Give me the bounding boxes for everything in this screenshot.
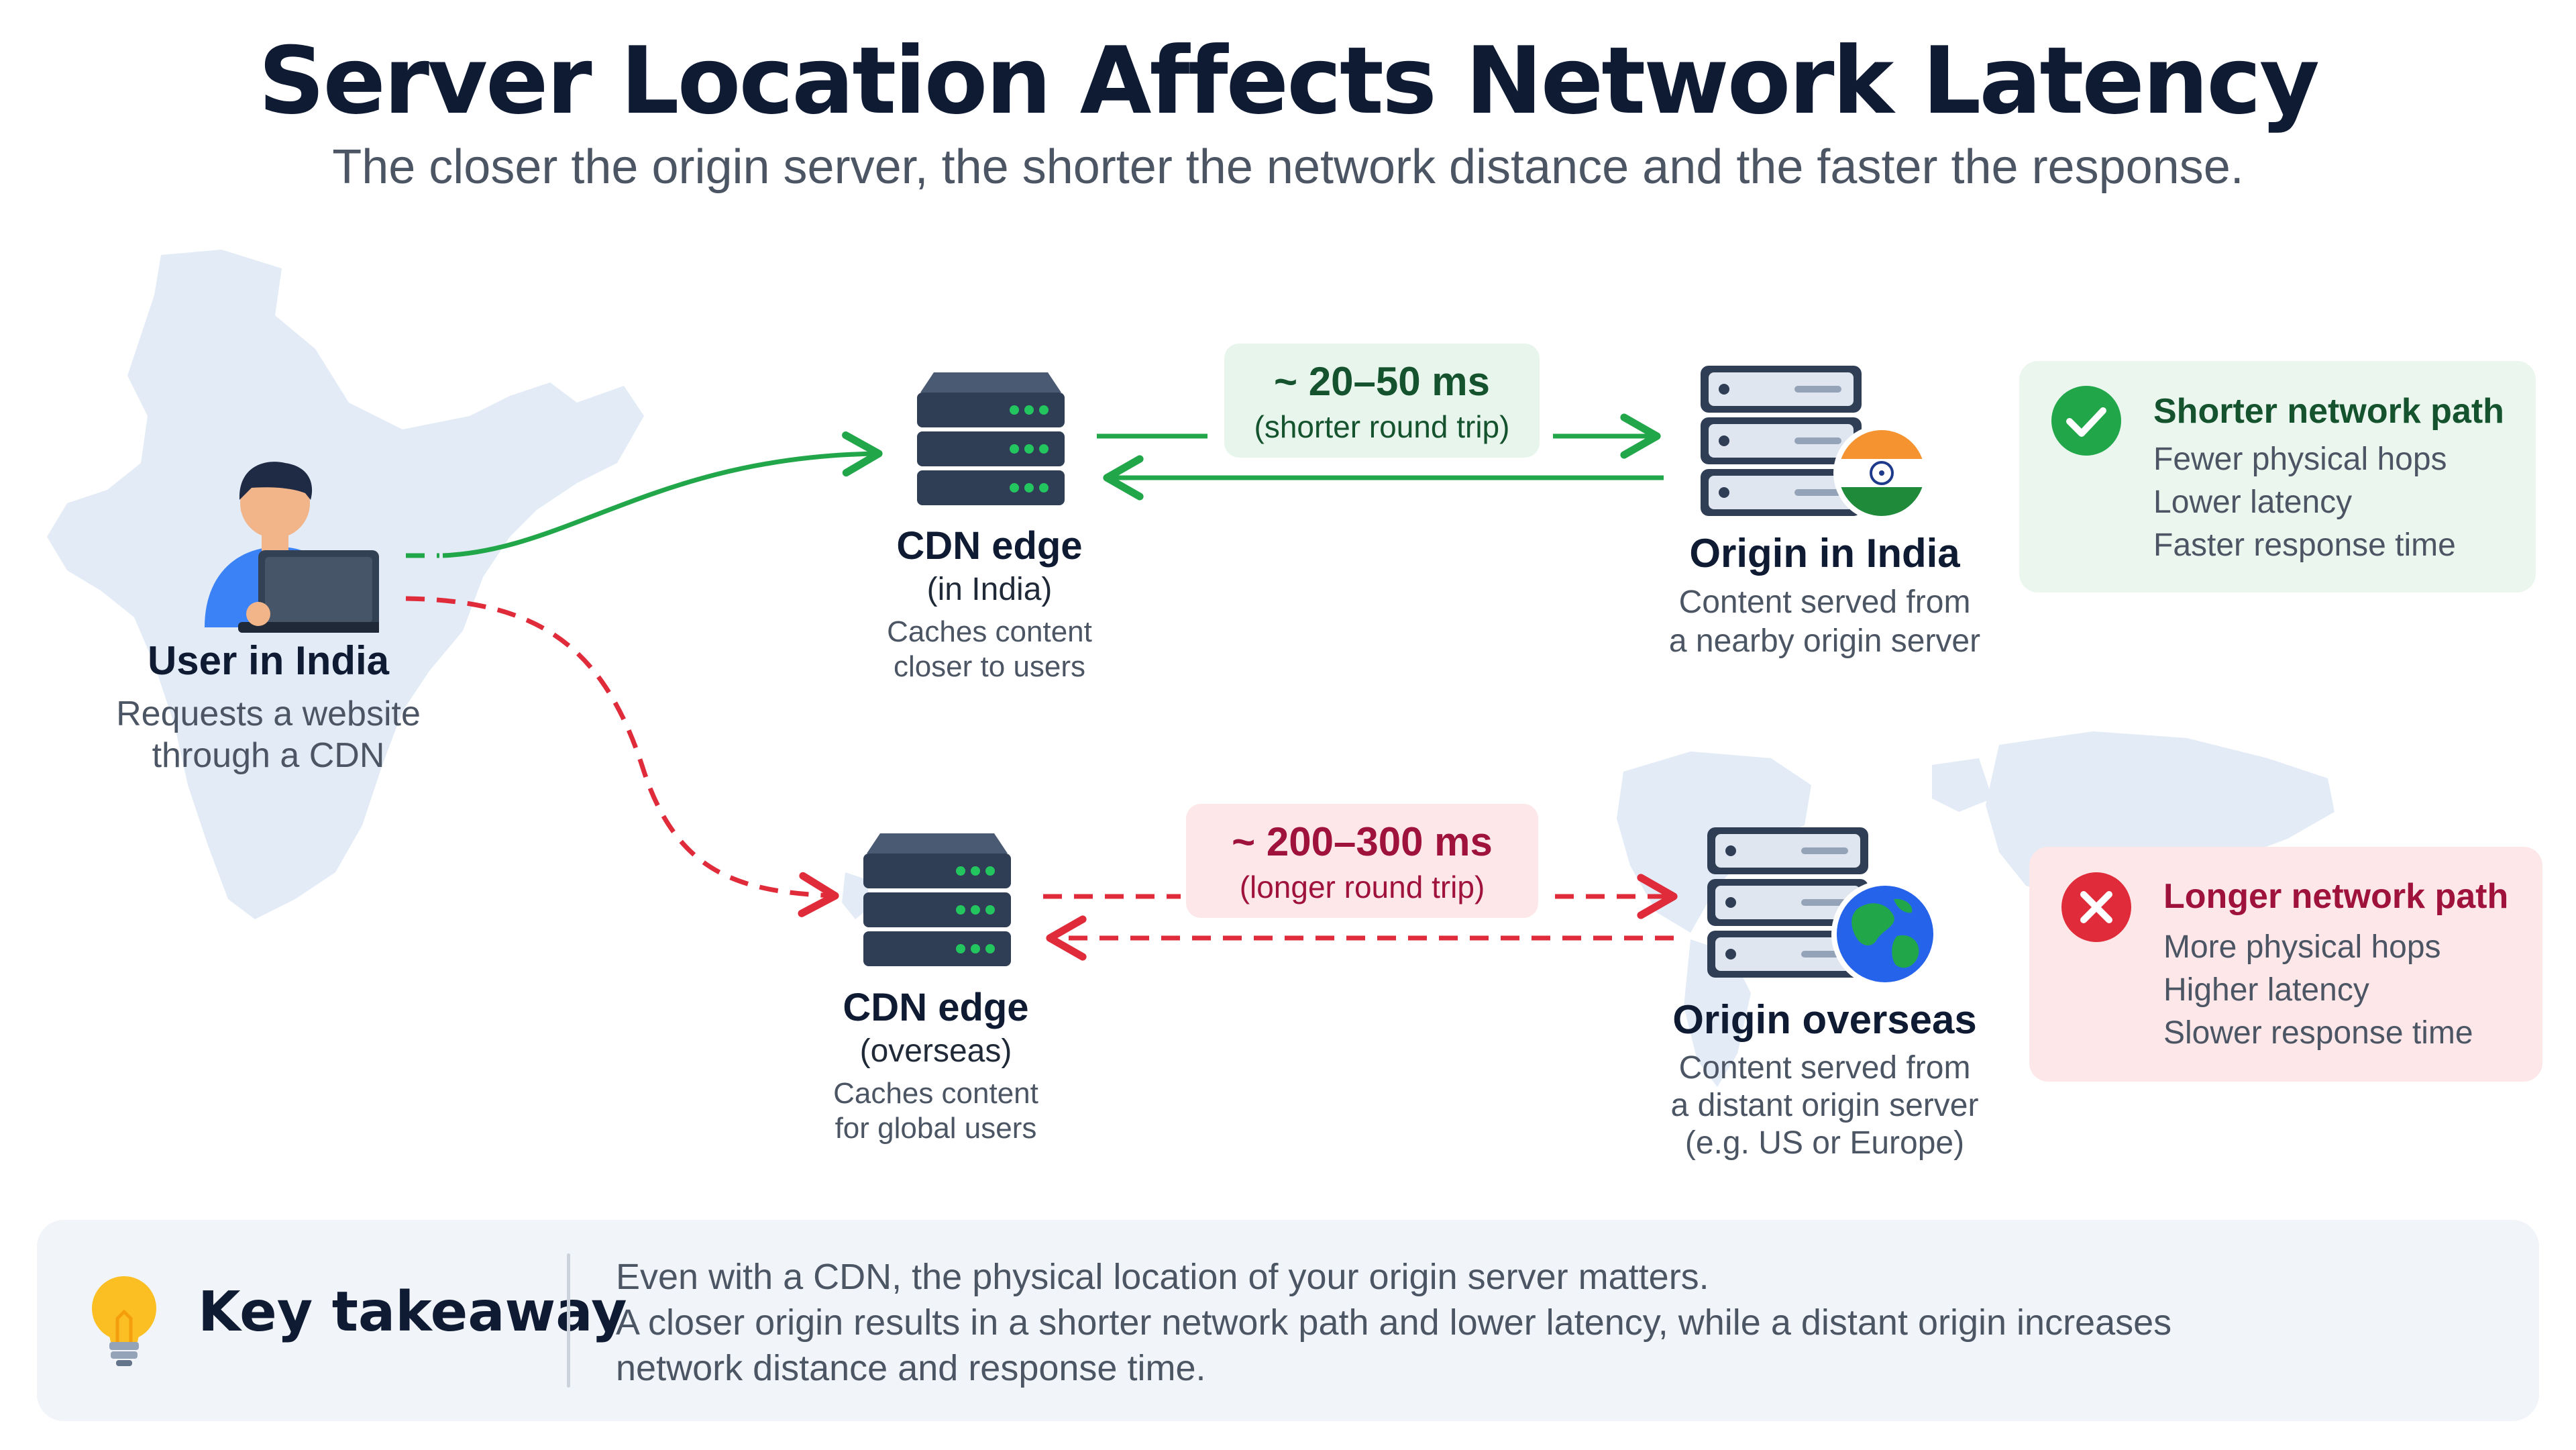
short-path-item: Faster response time bbox=[2153, 527, 2456, 563]
key-takeaway-title: Key takeaway bbox=[198, 1280, 627, 1344]
origin-overseas-desc-line: a distant origin server bbox=[1670, 1088, 1979, 1123]
origin-overseas-title: Origin overseas bbox=[1672, 997, 1977, 1042]
latency-long-note: (longer round trip) bbox=[1239, 870, 1485, 904]
key-takeaway-line: Even with a CDN, the physical location o… bbox=[616, 1257, 1709, 1297]
cdn-india-server-icon bbox=[917, 372, 1065, 505]
x-circle-icon bbox=[2061, 872, 2131, 942]
latency-short-note: (shorter round trip) bbox=[1254, 409, 1510, 444]
page-subtitle: The closer the origin server, the shorte… bbox=[332, 140, 2244, 194]
user-to-cdn-india-curve bbox=[442, 431, 883, 558]
cdn-overseas-sub: (overseas) bbox=[859, 1033, 1012, 1069]
origin-overseas-desc-line: Content served from bbox=[1678, 1050, 1971, 1086]
cdn-overseas-desc-line: Caches content bbox=[833, 1077, 1038, 1110]
key-takeaway-line: A closer origin results in a shorter net… bbox=[616, 1302, 2172, 1343]
cdn-india-title: CDN edge bbox=[896, 524, 1083, 568]
cdn-overseas-title: CDN edge bbox=[843, 986, 1029, 1029]
india-flag-icon bbox=[1833, 425, 1930, 521]
long-path-item: Slower response time bbox=[2163, 1015, 2473, 1051]
long-path-title: Longer network path bbox=[2163, 877, 2509, 916]
origin-overseas-server-icon bbox=[1707, 827, 1868, 978]
key-takeaway-panel bbox=[37, 1220, 2539, 1421]
latency-short-badge: ~ 20–50 ms (shorter round trip) bbox=[1224, 344, 1540, 458]
latency-long-value: ~ 200–300 ms bbox=[1232, 819, 1493, 864]
globe-icon bbox=[1831, 880, 1939, 988]
user-title: User in India bbox=[147, 638, 390, 683]
short-path-card: Shorter network path Fewer physical hops… bbox=[2019, 361, 2536, 592]
short-path-item: Lower latency bbox=[2153, 484, 2353, 520]
latency-short-value: ~ 20–50 ms bbox=[1274, 359, 1490, 404]
origin-india-desc-line: Content served from bbox=[1678, 584, 1971, 620]
check-circle-icon bbox=[2051, 386, 2121, 456]
short-path-title: Shorter network path bbox=[2153, 392, 2504, 431]
lightbulb-icon bbox=[92, 1276, 156, 1366]
page-title: Server Location Affects Network Latency bbox=[258, 27, 2320, 135]
cdn-india-sub: (in India) bbox=[926, 572, 1053, 607]
long-path-item: Higher latency bbox=[2163, 972, 2369, 1008]
user-desc-line: Requests a website bbox=[116, 694, 421, 733]
user-to-cdn-overseas-path bbox=[405, 596, 839, 917]
origin-india-desc-line: a nearby origin server bbox=[1668, 623, 1981, 659]
cdn-india-desc-line: closer to users bbox=[893, 650, 1086, 683]
long-path-card: Longer network path More physical hops H… bbox=[2029, 847, 2542, 1082]
cdn-india-desc-line: Caches content bbox=[887, 615, 1092, 648]
key-takeaway-divider bbox=[567, 1253, 570, 1388]
latency-long-badge: ~ 200–300 ms (longer round trip) bbox=[1186, 804, 1538, 918]
key-takeaway-line: network distance and response time. bbox=[616, 1348, 1206, 1388]
cdn-overseas-desc-line: for global users bbox=[835, 1112, 1037, 1145]
person-laptop-icon bbox=[205, 462, 379, 633]
long-path-item: More physical hops bbox=[2163, 929, 2441, 965]
origin-india-server-icon bbox=[1701, 366, 1862, 516]
origin-overseas-desc-line: (e.g. US or Europe) bbox=[1684, 1125, 1965, 1161]
user-desc-line: through a CDN bbox=[152, 736, 385, 775]
origin-india-title: Origin in India bbox=[1689, 531, 1960, 576]
short-path-item: Fewer physical hops bbox=[2153, 442, 2447, 477]
cdn-overseas-server-icon bbox=[863, 833, 1011, 966]
